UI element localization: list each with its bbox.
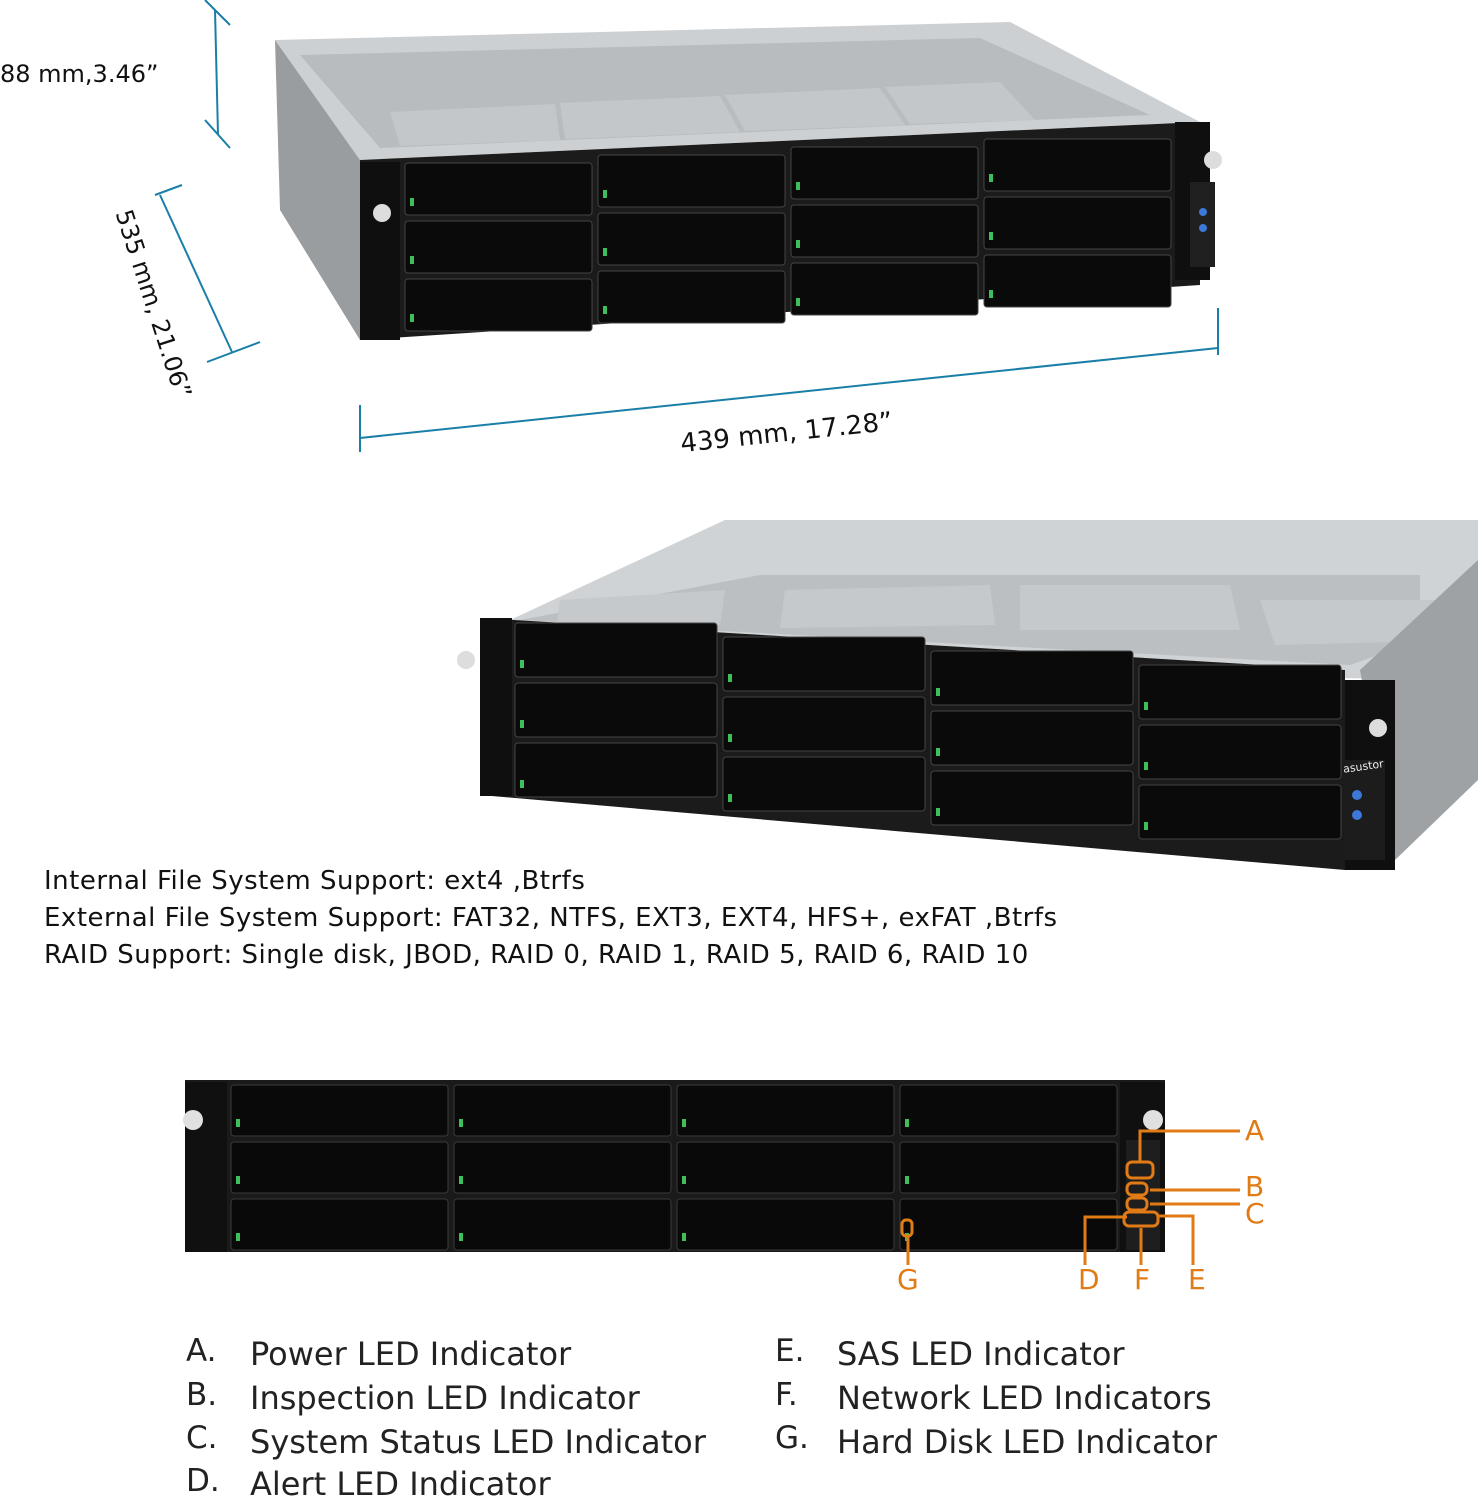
drive-led bbox=[728, 674, 732, 682]
drive-bay bbox=[597, 212, 786, 266]
legend-text-d: Alert LED Indicator bbox=[250, 1465, 551, 1503]
legend-text-b: Inspection LED Indicator bbox=[250, 1379, 640, 1417]
drive-led bbox=[603, 248, 607, 256]
drive-led bbox=[989, 232, 993, 240]
drive-led bbox=[410, 256, 414, 264]
drive-led bbox=[728, 794, 732, 802]
drive-led bbox=[728, 734, 732, 742]
drive-bay bbox=[453, 1084, 672, 1137]
legend-text-f: Network LED Indicators bbox=[837, 1379, 1212, 1417]
drive-bay bbox=[930, 710, 1134, 766]
drive-led bbox=[682, 1233, 686, 1241]
drive-bay bbox=[790, 204, 979, 258]
drive-led bbox=[936, 688, 940, 696]
drive-bay bbox=[230, 1198, 449, 1251]
drive-led bbox=[796, 240, 800, 248]
drive-led bbox=[796, 298, 800, 306]
drive-led bbox=[796, 182, 800, 190]
drive-bay bbox=[722, 696, 926, 752]
spec-external-fs: External File System Support: FAT32, NTF… bbox=[44, 903, 1058, 933]
drive-led bbox=[459, 1119, 463, 1127]
drive-led bbox=[1144, 702, 1148, 710]
drive-led bbox=[410, 314, 414, 322]
drive-led bbox=[603, 306, 607, 314]
legend-text-a: Power LED Indicator bbox=[250, 1335, 572, 1373]
callout-c: C bbox=[1245, 1197, 1265, 1230]
drive-bay bbox=[514, 742, 718, 798]
callout-a: A bbox=[1245, 1114, 1265, 1147]
drive-bay bbox=[983, 196, 1172, 250]
legend-letter-a: A. bbox=[186, 1333, 217, 1369]
nas-front-view bbox=[183, 1080, 1240, 1265]
drive-led bbox=[936, 808, 940, 816]
drive-bay bbox=[453, 1141, 672, 1194]
drive-bay bbox=[1138, 784, 1342, 840]
drive-bay bbox=[597, 154, 786, 208]
drive-led bbox=[1144, 762, 1148, 770]
legend-text-e: SAS LED Indicator bbox=[837, 1335, 1125, 1373]
drive-bay bbox=[1138, 724, 1342, 780]
drive-bay bbox=[230, 1084, 449, 1137]
spec-internal-fs: Internal File System Support: ext4 ,Btrf… bbox=[44, 866, 586, 896]
drive-bay bbox=[983, 254, 1172, 308]
drive-led bbox=[236, 1119, 240, 1127]
legend-letter-c: C. bbox=[186, 1420, 218, 1456]
drive-bay bbox=[1138, 664, 1342, 720]
drive-bay bbox=[722, 756, 926, 812]
legend-letter-d: D. bbox=[186, 1463, 220, 1499]
legend-letter-f: F. bbox=[775, 1377, 798, 1413]
drive-led bbox=[1144, 822, 1148, 830]
nas-perspective-view bbox=[457, 520, 1478, 870]
callout-g: G bbox=[897, 1263, 919, 1296]
drive-bay bbox=[899, 1141, 1118, 1194]
drive-bay bbox=[514, 682, 718, 738]
drive-led bbox=[520, 720, 524, 728]
drive-bay bbox=[597, 270, 786, 324]
drive-led bbox=[905, 1176, 909, 1184]
drive-led bbox=[520, 660, 524, 668]
drive-led bbox=[989, 290, 993, 298]
drive-bay bbox=[676, 1084, 895, 1137]
drive-led bbox=[236, 1233, 240, 1241]
drive-led bbox=[936, 748, 940, 756]
callout-f: F bbox=[1134, 1263, 1151, 1296]
drive-bay bbox=[930, 770, 1134, 826]
drive-led bbox=[905, 1119, 909, 1127]
legend-letter-b: B. bbox=[186, 1377, 218, 1413]
drive-bay bbox=[230, 1141, 449, 1194]
callout-e: E bbox=[1188, 1263, 1206, 1296]
drive-bay bbox=[983, 138, 1172, 192]
drive-bay bbox=[899, 1198, 1118, 1251]
drive-bay bbox=[676, 1141, 895, 1194]
height-dimension-label: 88 mm,3.46” bbox=[0, 60, 159, 88]
legend-text-g: Hard Disk LED Indicator bbox=[837, 1423, 1217, 1461]
drive-led bbox=[520, 780, 524, 788]
nas-dimensioned-view bbox=[154, 0, 1222, 452]
callout-b: B bbox=[1245, 1170, 1265, 1203]
drive-led bbox=[682, 1119, 686, 1127]
drive-bay bbox=[676, 1198, 895, 1251]
drive-bay bbox=[790, 262, 979, 316]
drive-bay bbox=[404, 162, 593, 216]
drive-led bbox=[989, 174, 993, 182]
drive-led bbox=[459, 1176, 463, 1184]
drive-led bbox=[682, 1176, 686, 1184]
callout-d: D bbox=[1078, 1263, 1100, 1296]
legend-letter-g: G. bbox=[775, 1420, 809, 1456]
drive-led bbox=[236, 1176, 240, 1184]
drive-led bbox=[410, 198, 414, 206]
drive-bay bbox=[899, 1084, 1118, 1137]
drive-bay bbox=[404, 278, 593, 332]
drive-bay bbox=[790, 146, 979, 200]
drive-led bbox=[603, 190, 607, 198]
legend-text-c: System Status LED Indicator bbox=[250, 1423, 706, 1461]
legend-letter-e: E. bbox=[775, 1333, 805, 1369]
drive-bay bbox=[930, 650, 1134, 706]
drive-bay bbox=[514, 622, 718, 678]
spec-raid: RAID Support: Single disk, JBOD, RAID 0,… bbox=[44, 940, 1029, 970]
drive-bay bbox=[404, 220, 593, 274]
drive-bay bbox=[722, 636, 926, 692]
drive-bay bbox=[453, 1198, 672, 1251]
drive-led bbox=[459, 1233, 463, 1241]
